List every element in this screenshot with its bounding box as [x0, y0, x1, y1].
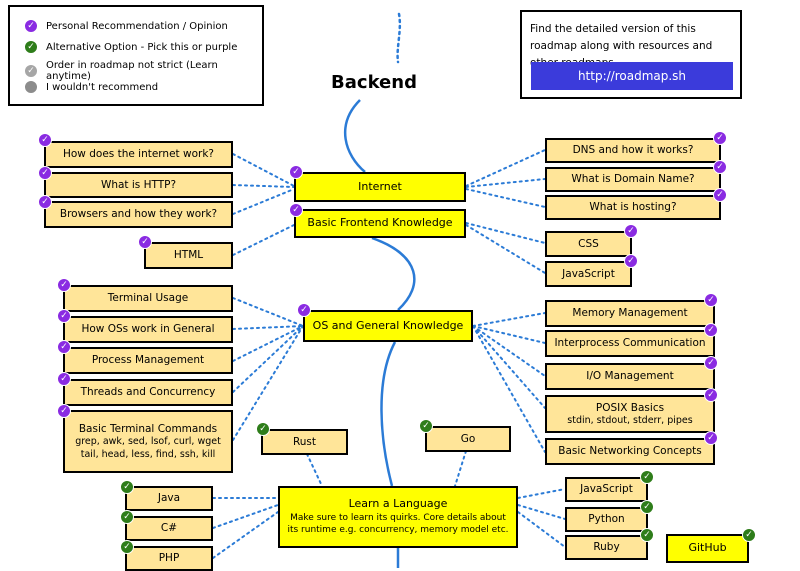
check-circle-purple-icon: ✓	[289, 165, 303, 179]
node-html[interactable]: HTML	[144, 242, 233, 269]
legend: ✓ Personal Recommendation / Opinion ✓ Al…	[8, 5, 264, 106]
check-circle-green-icon: ✓	[256, 422, 270, 436]
check-circle-purple-icon: ✓	[38, 133, 52, 147]
check-circle-purple-icon: ✓	[297, 303, 311, 317]
check-circle-purple-icon: ✓	[38, 195, 52, 209]
main-path	[343, 99, 416, 568]
node-terminal-commands[interactable]: Basic Terminal Commands grep, awk, sed, …	[63, 410, 233, 473]
page-title: Backend	[331, 72, 417, 93]
legend-row-personal: ✓ Personal Recommendation / Opinion	[24, 19, 228, 33]
node-os-work[interactable]: How OSs work in General	[63, 316, 233, 343]
node-dns[interactable]: DNS and how it works?	[545, 138, 721, 163]
legend-label: Order in roadmap not strict (Learn anyti…	[46, 60, 218, 82]
node-github[interactable]: GitHub	[666, 534, 749, 563]
node-domain[interactable]: What is Domain Name?	[545, 167, 721, 192]
check-circle-purple-icon: ✓	[57, 309, 71, 323]
check-circle-green-icon: ✓	[120, 540, 134, 554]
check-circle-purple-icon: ✓	[57, 372, 71, 386]
circle-grey-icon	[24, 80, 38, 94]
node-python[interactable]: Python	[565, 507, 648, 532]
node-rust[interactable]: Rust	[261, 429, 348, 455]
legend-label: I wouldn't recommend	[46, 81, 159, 93]
check-circle-purple-icon: ✓	[57, 278, 71, 292]
node-posix[interactable]: POSIX Basics stdin, stdout, stderr, pipe…	[545, 395, 715, 433]
check-circle-purple-icon: ✓	[57, 340, 71, 354]
check-circle-green-icon: ✓	[742, 528, 756, 542]
node-css[interactable]: CSS	[545, 231, 632, 257]
node-subtitle: Make sure to learn its quirks. Core deta…	[287, 513, 509, 536]
node-networking[interactable]: Basic Networking Concepts	[545, 438, 715, 465]
check-circle-purple-icon: ✓	[713, 131, 727, 145]
node-process[interactable]: Process Management	[63, 347, 233, 374]
check-circle-green-icon: ✓	[640, 528, 654, 542]
check-circle-green-icon: ✓	[640, 470, 654, 484]
check-circle-purple-icon: ✓	[624, 224, 638, 238]
node-internet[interactable]: Internet	[294, 172, 466, 202]
node-php[interactable]: PHP	[125, 546, 213, 571]
legend-row-not-recommended: I wouldn't recommend	[24, 80, 158, 94]
legend-label: Alternative Option - Pick this or purple	[46, 41, 238, 53]
node-go[interactable]: Go	[425, 426, 511, 452]
node-title: POSIX Basics	[595, 401, 665, 414]
check-circle-grey-icon: ✓	[24, 64, 38, 78]
check-circle-purple-icon: ✓	[713, 160, 727, 174]
check-circle-green-icon: ✓	[640, 500, 654, 514]
node-title: Basic Terminal Commands	[78, 422, 218, 435]
node-language[interactable]: Learn a Language Make sure to learn its …	[278, 486, 518, 548]
check-circle-purple-icon: ✓	[704, 323, 718, 337]
node-title: Learn a Language	[348, 497, 448, 511]
check-circle-green-icon: ✓	[24, 40, 38, 54]
node-ruby[interactable]: Ruby	[565, 535, 648, 560]
legend-row-alternative: ✓ Alternative Option - Pick this or purp…	[24, 40, 237, 54]
node-javascript-lang[interactable]: JavaScript	[565, 477, 648, 502]
check-circle-purple-icon: ✓	[57, 404, 71, 418]
check-circle-purple-icon: ✓	[38, 166, 52, 180]
info-box: Find the detailed version of this roadma…	[520, 10, 742, 99]
check-circle-green-icon: ✓	[120, 510, 134, 524]
node-http[interactable]: What is HTTP?	[44, 172, 233, 198]
check-circle-purple-icon: ✓	[713, 188, 727, 202]
node-subtitle: grep, awk, sed, lsof, curl, wget tail, h…	[75, 435, 221, 460]
check-circle-purple-icon: ✓	[704, 293, 718, 307]
check-circle-purple-icon: ✓	[704, 356, 718, 370]
check-circle-purple-icon: ✓	[289, 203, 303, 217]
node-java[interactable]: Java	[125, 486, 213, 511]
node-csharp[interactable]: C#	[125, 516, 213, 541]
legend-label: Personal Recommendation / Opinion	[46, 20, 228, 32]
node-os[interactable]: OS and General Knowledge	[303, 310, 473, 342]
check-circle-purple-icon: ✓	[24, 19, 38, 33]
check-circle-purple-icon: ✓	[624, 254, 638, 268]
check-circle-purple-icon: ✓	[704, 431, 718, 445]
node-how-internet[interactable]: How does the internet work?	[44, 141, 233, 168]
node-browsers[interactable]: Browsers and how they work?	[44, 201, 233, 228]
roadmap-link-button[interactable]: http://roadmap.sh	[531, 62, 733, 90]
node-ipc[interactable]: Interprocess Communication	[545, 330, 715, 357]
check-circle-purple-icon: ✓	[138, 235, 152, 249]
node-hosting[interactable]: What is hosting?	[545, 195, 721, 220]
check-circle-green-icon: ✓	[120, 480, 134, 494]
node-subtitle: stdin, stdout, stderr, pipes	[567, 414, 693, 426]
check-circle-green-icon: ✓	[419, 419, 433, 433]
check-circle-purple-icon: ✓	[704, 388, 718, 402]
node-javascript[interactable]: JavaScript	[545, 261, 632, 287]
node-frontend[interactable]: Basic Frontend Knowledge	[294, 209, 466, 238]
node-threads[interactable]: Threads and Concurrency	[63, 379, 233, 406]
node-memory[interactable]: Memory Management	[545, 300, 715, 327]
legend-row-order: ✓ Order in roadmap not strict (Learn any…	[24, 60, 262, 82]
node-io[interactable]: I/O Management	[545, 363, 715, 390]
node-terminal-usage[interactable]: Terminal Usage	[63, 285, 233, 312]
